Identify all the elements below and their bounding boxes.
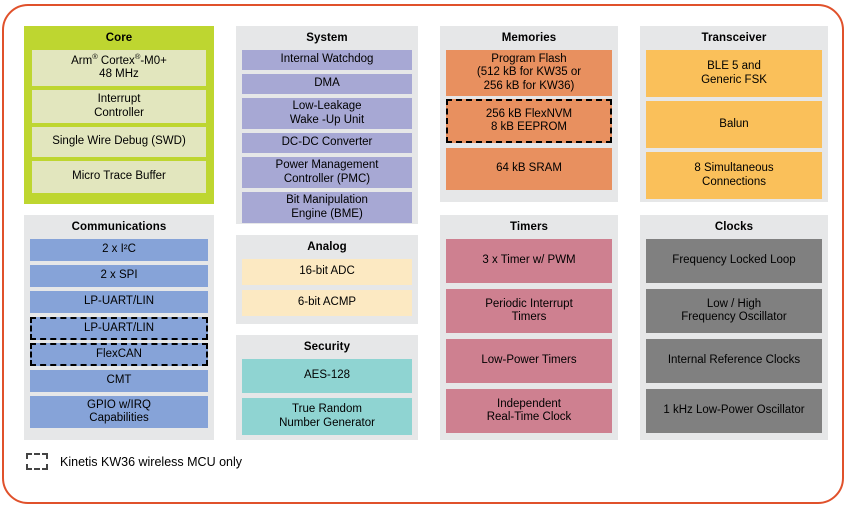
- block-line: True Random: [292, 403, 362, 415]
- block-spi[interactable]: 2 x SPI: [30, 265, 208, 287]
- panel-title-communications: Communications: [71, 221, 167, 233]
- block-line: Wake -Up Unit: [289, 113, 365, 126]
- block-line: Frequency Oscillator: [681, 311, 787, 323]
- panel-title-timers: Timers: [509, 221, 549, 233]
- panel-timers: Timers 3 x Timer w/ PWM Periodic Interru…: [440, 215, 618, 440]
- block-timer-pwm[interactable]: 3 x Timer w/ PWM: [446, 239, 612, 283]
- panel-analog: Analog 16-bit ADC 6-bit ACMP: [236, 235, 418, 324]
- block-line: Connections: [702, 175, 766, 188]
- panel-system: System Internal Watchdog DMA Low-Leakage…: [236, 26, 418, 224]
- block-line: (512 kB for KW35 or: [476, 66, 582, 79]
- block-list-communications: 2 x I²C 2 x SPI LP-UART/LIN LP-UART/LIN …: [30, 239, 208, 428]
- block-line: Program Flash: [491, 52, 567, 65]
- block-line: Power Management: [275, 159, 379, 171]
- block-line: 8 kB EEPROM: [490, 121, 568, 133]
- block-i2c[interactable]: 2 x I²C: [30, 239, 208, 261]
- block-micro-trace-buffer[interactable]: Micro Trace Buffer: [32, 161, 206, 193]
- block-lp-uart-lin[interactable]: LP-UART/LIN: [30, 291, 208, 313]
- legend: Kinetis KW36 wireless MCU only: [26, 453, 242, 470]
- legend-dashed-swatch-icon: [26, 453, 48, 470]
- block-lp-uart-lin-kw36[interactable]: LP-UART/LIN: [30, 317, 208, 340]
- block-line: 256 kB for KW36): [483, 79, 575, 92]
- panel-title-security: Security: [303, 341, 351, 353]
- block-balun[interactable]: Balun: [646, 101, 822, 148]
- panel-title-analog: Analog: [307, 241, 347, 253]
- block-line: GPIO w/IRQ: [87, 398, 151, 411]
- block-line: 48 MHz: [99, 68, 139, 80]
- block-64kb-sram[interactable]: 64 kB SRAM: [446, 148, 612, 190]
- block-line: 8 Simultaneous: [694, 162, 774, 174]
- panel-title-clocks: Clocks: [714, 221, 754, 233]
- block-line: Independent: [497, 397, 561, 410]
- block-flexcan[interactable]: FlexCAN: [30, 343, 208, 366]
- block-6bit-acmp[interactable]: 6-bit ACMP: [242, 290, 412, 316]
- panel-title-system: System: [306, 32, 348, 44]
- block-line: Bit Manipulation: [286, 194, 368, 206]
- block-line: Controller (PMC): [283, 172, 371, 185]
- block-line: 256 kB FlexNVM: [485, 107, 573, 120]
- block-list-analog: 16-bit ADC 6-bit ACMP: [242, 259, 412, 316]
- block-line: Interrupt: [97, 93, 141, 105]
- block-1khz-low-power-oscillator[interactable]: 1 kHz Low-Power Oscillator: [646, 389, 822, 433]
- block-dma[interactable]: DMA: [242, 74, 412, 94]
- block-line: Periodic Interrupt: [485, 297, 573, 310]
- block-dcdc-converter[interactable]: DC-DC Converter: [242, 133, 412, 153]
- panel-communications: Communications 2 x I²C 2 x SPI LP-UART/L…: [24, 215, 214, 440]
- block-arm-cortex-m0[interactable]: Arm® Cortex®-M0+48 MHz: [32, 50, 206, 86]
- block-16bit-adc[interactable]: 16-bit ADC: [242, 259, 412, 285]
- block-line: Low / High: [706, 297, 762, 310]
- block-line: Real-Time Clock: [486, 411, 572, 423]
- block-line: Capabilities: [89, 412, 149, 424]
- panel-title-core: Core: [105, 32, 133, 44]
- panel-memories: Memories Program Flash(512 kB for KW35 o…: [440, 26, 618, 202]
- panel-title-transceiver: Transceiver: [701, 32, 767, 44]
- block-aes-128[interactable]: AES-128: [242, 359, 412, 393]
- block-line: Low-Leakage: [292, 100, 362, 112]
- legend-label: Kinetis KW36 wireless MCU only: [60, 454, 242, 469]
- block-single-wire-debug[interactable]: Single Wire Debug (SWD): [32, 127, 206, 157]
- block-line: Number Generator: [279, 416, 375, 429]
- block-internal-reference-clocks[interactable]: Internal Reference Clocks: [646, 339, 822, 383]
- block-line: Controller: [94, 106, 144, 119]
- panel-title-memories: Memories: [501, 32, 557, 44]
- block-line: Engine (BME): [291, 207, 363, 220]
- block-frequency-locked-loop[interactable]: Frequency Locked Loop: [646, 239, 822, 283]
- block-low-power-timers[interactable]: Low-Power Timers: [446, 339, 612, 383]
- block-line: BLE 5 and: [707, 60, 761, 72]
- block-line: Arm® Cortex®-M0+: [71, 51, 167, 67]
- block-line: Timers: [511, 311, 547, 323]
- block-internal-watchdog[interactable]: Internal Watchdog: [242, 50, 412, 70]
- block-line: Generic FSK: [701, 73, 767, 86]
- block-cmt[interactable]: CMT: [30, 370, 208, 392]
